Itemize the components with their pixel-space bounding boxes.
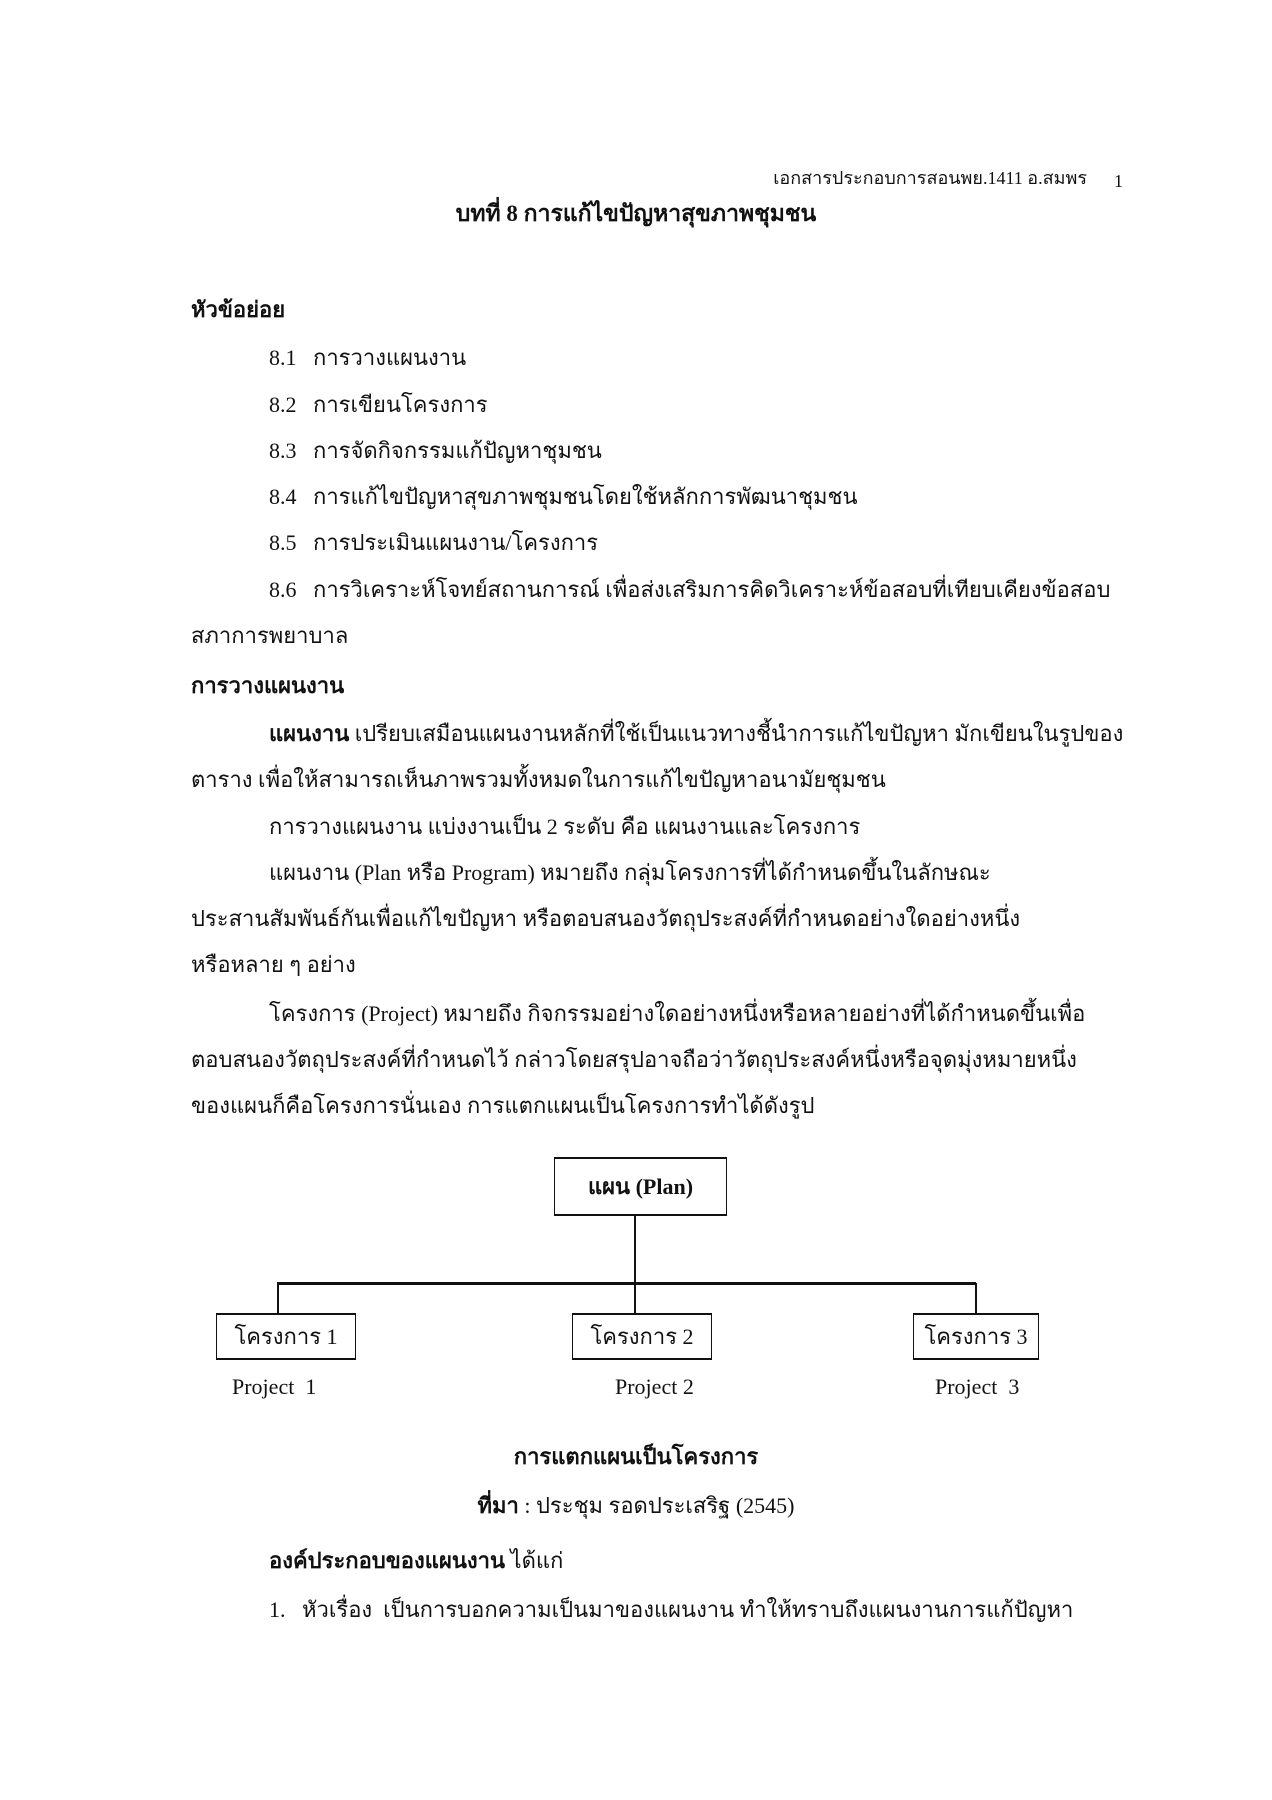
project-box-1: โครงการ 1 [216, 1313, 356, 1360]
item-text: การจัดกิจกรรมแก้ปัญหาชุมชน [313, 438, 602, 463]
project-label-2: Project 2 [615, 1374, 694, 1399]
list-item: 8.4 การแก้ไขปัญหาสุขภาพชุมชนโดยใช้หลักกา… [269, 482, 858, 512]
list-item-continuation: สภาการพยาบาล [191, 623, 349, 648]
item-number: 8.2 [269, 392, 297, 417]
item-number: 8.5 [269, 530, 297, 555]
project-box-label: โครงการ 2 [590, 1324, 694, 1349]
paragraph-line: การวางแผนงาน แบ่งงานเป็น 2 ระดับ คือ แผน… [269, 814, 861, 839]
chapter-title: บทที่ 8 การแก้ไขปัญหาสุขภาพชุมชน [455, 201, 817, 226]
source-label: ที่มา [477, 1493, 519, 1518]
plan-box-label: แผน (Plan) [587, 1174, 694, 1199]
component-item-1: 1. หัวเรื่อง เป็นการบอกความเป็นมาของแผนง… [269, 1597, 1074, 1622]
project-label-3: Project 3 [935, 1374, 1020, 1399]
item-text: การแก้ไขปัญหาสุขภาพชุมชนโดยใช้หลักการพัฒ… [313, 484, 858, 509]
item-number: 8.6 [269, 577, 297, 602]
paragraph-line: ตอบสนองวัตถุประสงค์ที่กำหนดไว้ กล่าวโดยส… [191, 1047, 1077, 1072]
item-number: 8.4 [269, 484, 297, 509]
item-number: 8.3 [269, 438, 297, 463]
item-text: การวิเคราะห์โจทย์สถานการณ์ เพื่อส่งเสริม… [313, 577, 1111, 602]
paragraph-line: แผนงาน (Plan หรือ Program) หมายถึง กลุ่ม… [269, 860, 991, 885]
project-box-label: โครงการ 1 [234, 1324, 338, 1349]
item-text: การวางแผนงาน [313, 345, 467, 370]
list-item: 8.5 การประเมินแผนงาน/โครงการ [269, 528, 598, 558]
paragraph-line: แผนงาน เปรียบเสมือนแผนงานหลักที่ใช้เป็นแ… [269, 719, 1123, 749]
project-box-2: โครงการ 2 [572, 1313, 712, 1360]
paragraph-line: ของแผนก็คือโครงการนั่นเอง การแตกแผนเป็นโ… [191, 1093, 815, 1118]
term-plan: แผนงาน [269, 721, 350, 746]
connector-line [975, 1283, 977, 1313]
subtopics-heading: หัวข้อย่อย [191, 297, 286, 322]
plan-box: แผน (Plan) [554, 1157, 727, 1216]
list-item: 8.6 การวิเคราะห์โจทย์สถานการณ์ เพื่อส่งเ… [269, 575, 1110, 605]
paragraph-text: เปรียบเสมือนแผนงานหลักที่ใช้เป็นแนวทางชี… [349, 721, 1124, 746]
list-item: 8.1 การวางแผนงาน [269, 343, 466, 373]
components-heading-bold: องค์ประกอบของแผนงาน [269, 1548, 506, 1573]
source-text: : ประชุม รอดประเสริฐ (2545) [518, 1493, 795, 1518]
document-header-label: เอกสารประกอบการสอนพย.1411 อ.สมพร [773, 168, 1087, 188]
figure-caption: การแตกแผนเป็นโครงการ [513, 1444, 759, 1469]
list-item: 8.2 การเขียนโครงการ [269, 390, 488, 420]
list-item: 8.3 การจัดกิจกรรมแก้ปัญหาชุมชน [269, 436, 602, 466]
paragraph-line: โครงการ (Project) หมายถึง กิจกรรมอย่างใด… [269, 1001, 1086, 1026]
paragraph-line: ตาราง เพื่อให้สามารถเห็นภาพรวมทั้งหมดในก… [191, 767, 886, 792]
section-heading-planning: การวางแผนงาน [191, 673, 345, 698]
item-text: การประเมินแผนงาน/โครงการ [313, 530, 599, 555]
paragraph-line: ประสานสัมพันธ์กันเพื่อแก้ไขปัญหา หรือตอบ… [191, 906, 1021, 931]
figure-source: ที่มา : ประชุม รอดประเสริฐ (2545) [0, 1491, 1272, 1521]
project-label-1: Project 1 [232, 1374, 317, 1399]
item-number: 8.1 [269, 345, 297, 370]
components-heading: องค์ประกอบของแผนงาน ได้แก่ [269, 1546, 563, 1576]
connector-line [634, 1216, 636, 1313]
project-box-label: โครงการ 3 [924, 1324, 1028, 1349]
connector-line [277, 1283, 279, 1313]
page-number: 1 [1114, 171, 1123, 191]
components-heading-text: ได้แก่ [505, 1548, 564, 1573]
connector-line [277, 1282, 976, 1285]
paragraph-line: หรือหลาย ๆ อย่าง [191, 952, 356, 977]
item-text: การเขียนโครงการ [313, 392, 488, 417]
project-box-3: โครงการ 3 [913, 1313, 1039, 1360]
